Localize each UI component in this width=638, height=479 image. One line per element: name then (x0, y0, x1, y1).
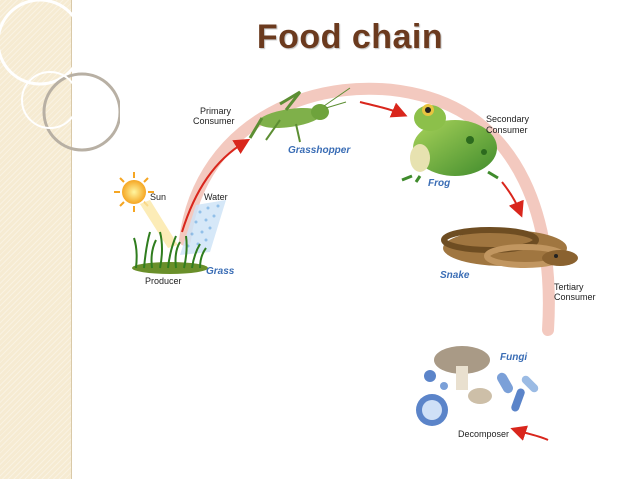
secondary-label-line2: Consumer (486, 125, 528, 135)
arrow-producer-to-primary (181, 138, 251, 233)
decomposer-label: Decomposer (458, 429, 509, 439)
sun-label: Sun (150, 192, 166, 202)
producer-label: Producer (145, 276, 182, 286)
water-label: Water (204, 192, 228, 202)
water-icon (180, 200, 226, 255)
slide-title: Food chain (256, 18, 444, 56)
grasshopper-icon (248, 87, 351, 143)
decor-ring-large (0, 0, 84, 86)
primary-label-line2: Consumer (193, 116, 235, 126)
arrow-to-decomposer (510, 425, 549, 441)
grass-icon (132, 231, 208, 274)
cycle-arc (179, 82, 555, 336)
side-rings (0, 0, 120, 152)
sun-beam (140, 200, 178, 248)
tertiary-label-line2: Consumer (554, 292, 596, 302)
fungi-label: Fungi (500, 352, 527, 363)
arrow-secondary-to-tertiary (501, 181, 524, 218)
primary-label-line1: Primary (200, 106, 231, 116)
fungi-icon (416, 346, 539, 426)
snake-icon (441, 227, 578, 268)
grasshopper-label: Grasshopper (288, 145, 351, 156)
frog-icon (401, 104, 499, 183)
snake-label: Snake (440, 270, 470, 281)
frog-label: Frog (428, 178, 450, 189)
tertiary-label-line1: Tertiary (554, 282, 584, 292)
decor-ring-small (42, 72, 120, 152)
arrow-primary-to-secondary (359, 101, 408, 118)
grass-label: Grass (206, 266, 235, 277)
decor-ring-inner (21, 71, 79, 129)
secondary-label-line1: Secondary (486, 114, 530, 124)
